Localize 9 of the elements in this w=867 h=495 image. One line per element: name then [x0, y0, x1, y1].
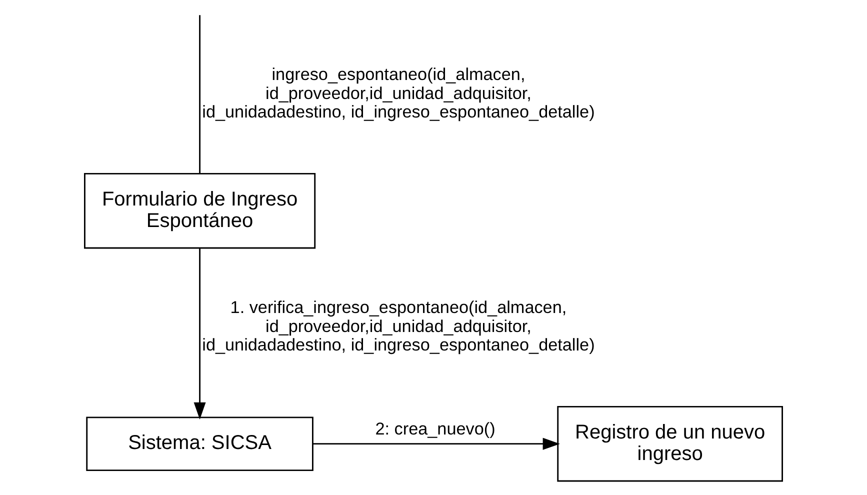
edge-label: ingreso_espontaneo(id_almacen, id_proveedor,id_unidad_adquisitor, id_unidadadestino, id_ingreso_espontaneo_detalle): [202, 64, 595, 122]
edge-label: 1. verifica_ingreso_espontaneo(id_almacen, id_proveedor,id_unidad_adquisitor, id_unidadadestino, id_ingreso_espontaneo_detalle): [202, 297, 595, 354]
arrow: [194, 248, 206, 420]
node-box: Registro de un nuevo ingreso: [557, 406, 783, 482]
node-box: Sistema: SICSA: [86, 416, 314, 471]
edge-label: 2: crea_nuevo(): [375, 418, 496, 439]
node-box: Formulario de Ingreso Espontáneo: [84, 172, 316, 249]
connector: [199, 15, 200, 174]
arrow: [313, 438, 560, 450]
